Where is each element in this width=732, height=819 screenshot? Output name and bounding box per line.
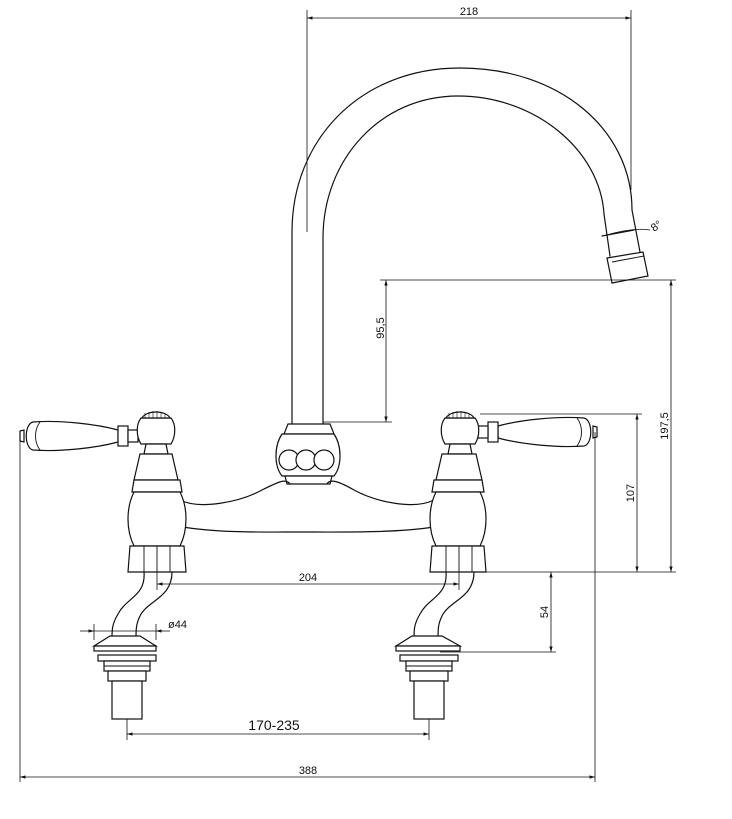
- spout-aerator: [606, 251, 649, 284]
- label-tap-hole-centres: 170-235: [248, 717, 300, 733]
- right-valve: [393, 411, 598, 720]
- dimension-outlet-drop: 95,5: [323, 279, 676, 423]
- right-lever: [497, 416, 592, 448]
- bridge-body: [179, 480, 435, 533]
- dimension-base-diameter: ø44: [80, 619, 187, 640]
- label-body-height: 107: [625, 484, 637, 502]
- dimension-body-height: 107: [480, 413, 642, 572]
- label-handle-centres: 204: [299, 572, 317, 584]
- label-base-diameter: ø44: [168, 619, 187, 631]
- dimension-spout-angle: 8°: [609, 219, 665, 235]
- swan-neck-spout: [291, 67, 649, 425]
- label-total-height: 197,5: [659, 412, 671, 440]
- label-spout-reach: 218: [460, 6, 478, 18]
- left-lever: [25, 420, 119, 452]
- label-spout-angle: 8°: [649, 219, 665, 235]
- dimension-spout-reach: 218: [306, 6, 632, 232]
- label-overall-width: 388: [299, 765, 317, 777]
- left-valve: [19, 411, 187, 720]
- label-outlet-drop: 95,5: [375, 317, 387, 338]
- dimension-handle-centres: 204: [156, 572, 460, 590]
- spout-collar: [275, 423, 341, 485]
- dimension-overall-width: 388: [19, 432, 596, 782]
- dimension-total-height: 197,5: [484, 280, 676, 573]
- dimension-tail-length: 54: [440, 572, 556, 653]
- dimension-tap-hole-centres: 170-235: [126, 717, 430, 740]
- label-tail-length: 54: [539, 606, 551, 618]
